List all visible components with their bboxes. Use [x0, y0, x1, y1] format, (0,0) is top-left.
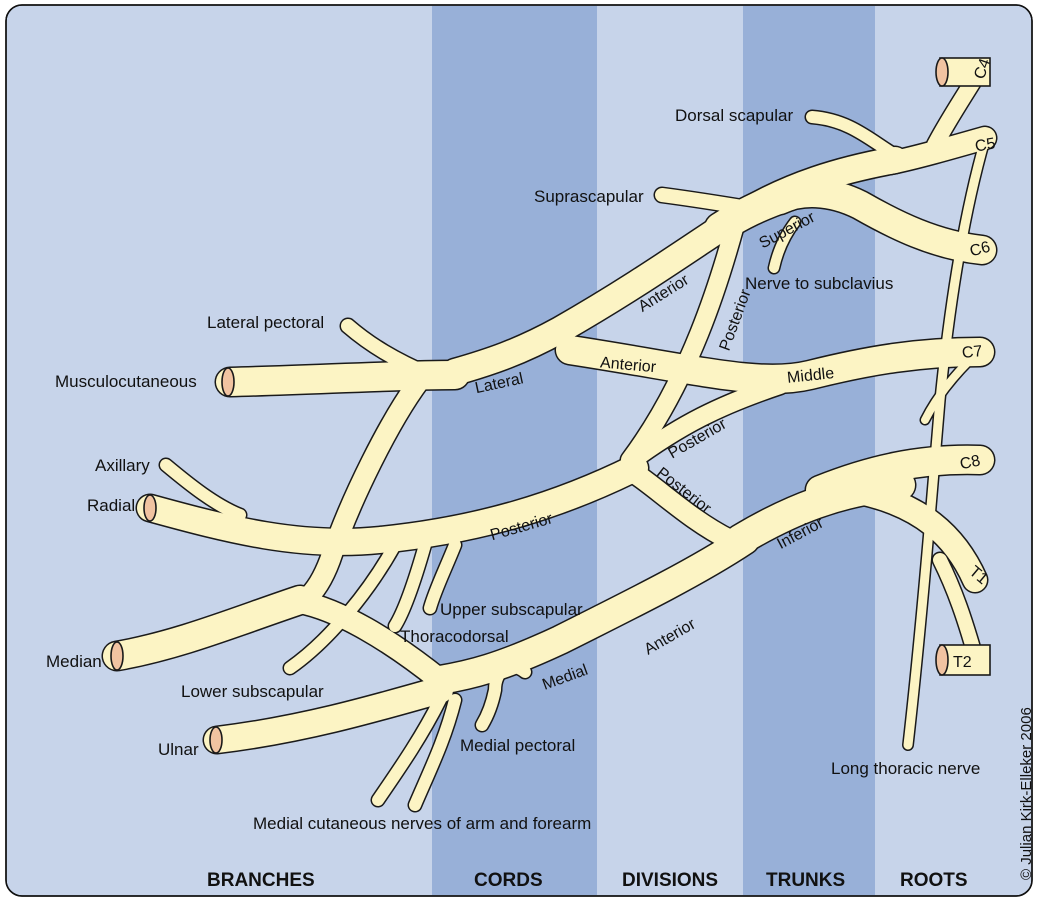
root-c8-label: C8: [958, 452, 982, 473]
anterior-division-superior: [442, 209, 743, 385]
axillary-label: Axillary: [95, 456, 150, 475]
ulnar-label: Ulnar: [158, 740, 199, 759]
thoracodorsal-label: Thoracodorsal: [400, 627, 509, 646]
column-divisions: DIVISIONS: [622, 870, 718, 891]
medial-cutaneous-label: Medial cutaneous nerves of arm and forea…: [253, 814, 591, 833]
radial-cut-end: [143, 494, 157, 522]
inferior-trunk: [725, 470, 915, 555]
musculocutaneous-cut-end: [221, 367, 235, 397]
column-roots: ROOTS: [900, 870, 968, 891]
panel-border: [5, 4, 1033, 897]
cords-band: [432, 6, 597, 895]
lower-subscapular-label: Lower subscapular: [181, 682, 324, 701]
nerve-to-subclavius-label: Nerve to subclavius: [745, 274, 893, 293]
c7-to-long-thoracic: [921, 356, 974, 424]
root-c5-label: C5: [974, 135, 997, 155]
posterior-cord: [137, 455, 648, 555]
medial-pectoral-label: Medial pectoral: [460, 736, 575, 755]
copyright-credit: © Julian Kirk-Elleker 2006: [1018, 707, 1035, 880]
upper-subscapular-label: Upper subscapular: [440, 600, 583, 619]
t2-root: [933, 553, 982, 662]
c7-root: [556, 336, 994, 393]
ulnar-nerve: [204, 677, 453, 753]
nerve-to-subclavius: [769, 217, 800, 273]
axillary-nerve: [160, 459, 246, 521]
root-c4-label: C4: [971, 56, 994, 81]
root-c7-label: C7: [961, 343, 983, 362]
posterior-division-superior: [621, 216, 744, 469]
posterior-cord-branch-1: [424, 539, 461, 614]
long-thoracic-label: Long thoracic nerve: [831, 759, 980, 778]
root-c6-label: C6: [968, 239, 992, 261]
median-nerve: [103, 586, 314, 670]
medial-pectoral-nerve: [476, 660, 531, 731]
dorsal-scapular-label: Dorsal scapular: [675, 106, 793, 125]
medial-cord-to-median: [289, 591, 451, 691]
medial-cutaneous-2: [409, 694, 461, 811]
column-cords: CORDS: [474, 870, 543, 891]
lateral-pectoral-label: Lateral pectoral: [207, 313, 324, 332]
median-label: Median: [46, 652, 102, 671]
root-t2-label: T2: [953, 654, 972, 671]
median-cut-end: [110, 641, 124, 671]
radial-label: Radial: [87, 496, 135, 515]
suprascapular-nerve: [655, 188, 767, 217]
anterior-division-inferior: [426, 526, 759, 694]
column-trunks: TRUNKS: [766, 870, 845, 891]
division-anterior-middle-label: Anterior: [599, 354, 657, 376]
posterior-cord-branch-2: [389, 539, 431, 632]
t2-stump-cut-end: [935, 644, 949, 676]
musculocutaneous-label: Musculocutaneous: [55, 372, 197, 391]
c4-stump: [939, 57, 991, 87]
posterior-division-middle: [621, 376, 789, 471]
c4-stump-cut-end: [935, 57, 949, 87]
trunk-middle-label: Middle: [786, 365, 835, 387]
medial-cutaneous-1: [372, 694, 446, 806]
nerve-network: [101, 60, 998, 813]
column-branches: BRANCHES: [207, 870, 315, 891]
ulnar-cut-end: [209, 726, 223, 754]
root-stumps: [110, 57, 991, 754]
suprascapular-label: Suprascapular: [534, 187, 644, 206]
